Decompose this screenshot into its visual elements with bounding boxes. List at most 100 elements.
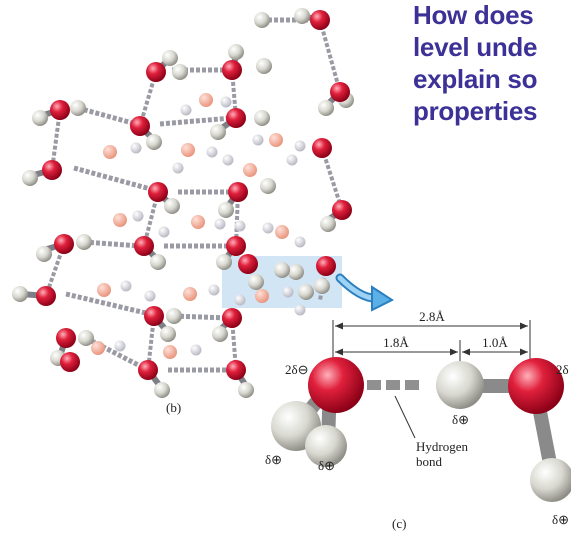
hydrogen-atom [158, 226, 170, 238]
oxygen-atom [42, 160, 62, 180]
hydrogen-atom [78, 330, 94, 346]
oxygen-atom [310, 10, 330, 30]
hydrogen-atom [154, 382, 170, 398]
hydrogen-atom [228, 44, 244, 60]
oxygen-atom [183, 287, 197, 301]
hydrogen-atom [208, 284, 220, 296]
hydrogen-atom [160, 326, 176, 342]
hydrogen-atom [144, 290, 156, 302]
hydrogen-atom [130, 142, 142, 154]
oxygen-atom [163, 345, 177, 359]
hydrogen-atom [206, 146, 218, 158]
oxygen-atom [199, 93, 213, 107]
charge-hydrogen-bottom-mid: δ⊕ [318, 458, 335, 473]
oxygen-atom [316, 256, 336, 276]
hydrogen-atom [305, 425, 347, 467]
hydrogen-atom [260, 178, 276, 194]
oxygen-atom [60, 352, 80, 372]
oxygen-atom [56, 328, 76, 348]
hydrogen-atom [220, 96, 232, 108]
question-line-3: explain so [413, 64, 538, 94]
hydrogen-atom [314, 278, 330, 294]
oxygen-atom [103, 145, 117, 159]
hydrogen-atom [190, 344, 202, 356]
hydrogen-atom [36, 246, 52, 262]
oxygen-atom [130, 116, 150, 136]
hydrogen-atom [114, 340, 126, 352]
oxygen-atom [222, 308, 242, 328]
hydrogen-atom [238, 382, 254, 398]
oxygen-atom [226, 108, 246, 128]
hydrogen-atom [436, 361, 484, 409]
hydrogen-atom [222, 154, 234, 166]
oxygen-atom [275, 225, 289, 239]
question-line-4: properties [413, 96, 538, 126]
hydrogen-atom [162, 50, 178, 66]
oxygen-atom [255, 289, 269, 303]
hydrogen-atom [262, 222, 274, 234]
oxygen-atom [312, 138, 332, 158]
hydrogen-atom [252, 134, 264, 146]
hydrogen-atom [320, 216, 336, 232]
hydrogen-atom [298, 284, 314, 300]
hydrogen-atom [214, 218, 226, 230]
hydrogen-atom [150, 254, 166, 270]
charge-oxygen-left: 2δ⊖ [285, 362, 309, 377]
hydrogen-atom [248, 274, 264, 290]
oxygen-atom [238, 254, 258, 274]
hydrogen-atom [294, 8, 310, 24]
oxygen-atom [508, 358, 564, 414]
hydrogen-atom [76, 234, 92, 250]
oxygen-atom [332, 200, 352, 220]
hydrogen-atom [294, 304, 306, 316]
oxygen-atom [97, 283, 111, 297]
hydrogen-atom [216, 254, 232, 270]
oxygen-atom [330, 82, 350, 102]
charge-hydrogen-right: δ⊕ [552, 512, 569, 527]
panel-b-label: (b) [166, 400, 181, 415]
hydrogen-bond-dashes [367, 380, 419, 390]
hydrogen-atom [218, 202, 234, 218]
oxygen-atom [226, 236, 246, 256]
hydrogen-atom [132, 210, 144, 222]
oxygen-atom [91, 341, 105, 355]
hydrogen-atom [530, 458, 571, 502]
hydrogen-atom [256, 58, 272, 74]
hydrogen-atom [318, 100, 334, 116]
charge-oxygen-right: 2δ [556, 362, 569, 377]
hydrogen-atom [22, 170, 38, 186]
oxygen-atom [222, 60, 242, 80]
hydrogen-atom [166, 308, 182, 324]
hydrogen-atom [212, 326, 228, 342]
question-line-2: level unde [413, 32, 538, 62]
oxygen-atom [226, 360, 246, 380]
hydrogen-atom [164, 198, 180, 214]
oxygen-atom [146, 62, 166, 82]
hydrogen-atom [210, 124, 226, 140]
oxygen-atom [191, 215, 205, 229]
hydrogen-atom [234, 220, 246, 232]
distance-covalent: 1.0Å [482, 335, 508, 350]
oxygen-atom [243, 163, 257, 177]
oxygen-atom [138, 360, 158, 380]
question-line-1: How does [413, 0, 534, 30]
panel-c-label: (c) [392, 516, 406, 531]
zoom-arrow [335, 273, 395, 312]
hydrogen-atom [146, 134, 162, 150]
oxygen-atom [134, 236, 154, 256]
hydrogen-atom [70, 100, 86, 116]
hydrogen-atom [288, 264, 304, 280]
hydrogen-atom [254, 12, 270, 28]
oxygen-atom [144, 306, 164, 326]
oxygen-atom [308, 357, 364, 413]
hydrogen-atom [180, 104, 192, 116]
hydrogen-atom [172, 162, 184, 174]
oxygen-atom [181, 143, 195, 157]
hydrogen-atom [274, 262, 290, 278]
oxygen-atom [148, 182, 168, 202]
distance-hbond: 1.8Å [383, 335, 409, 350]
ice-lattice-diagram [12, 8, 354, 398]
hydrogen-bond-detail: 2.8Å 1.8Å 1.0Å 2δ⊖ 2δ δ⊕ δ⊕ δ⊕ δ⊕ Hydrog… [265, 309, 571, 531]
hydrogen-atom [294, 236, 306, 248]
